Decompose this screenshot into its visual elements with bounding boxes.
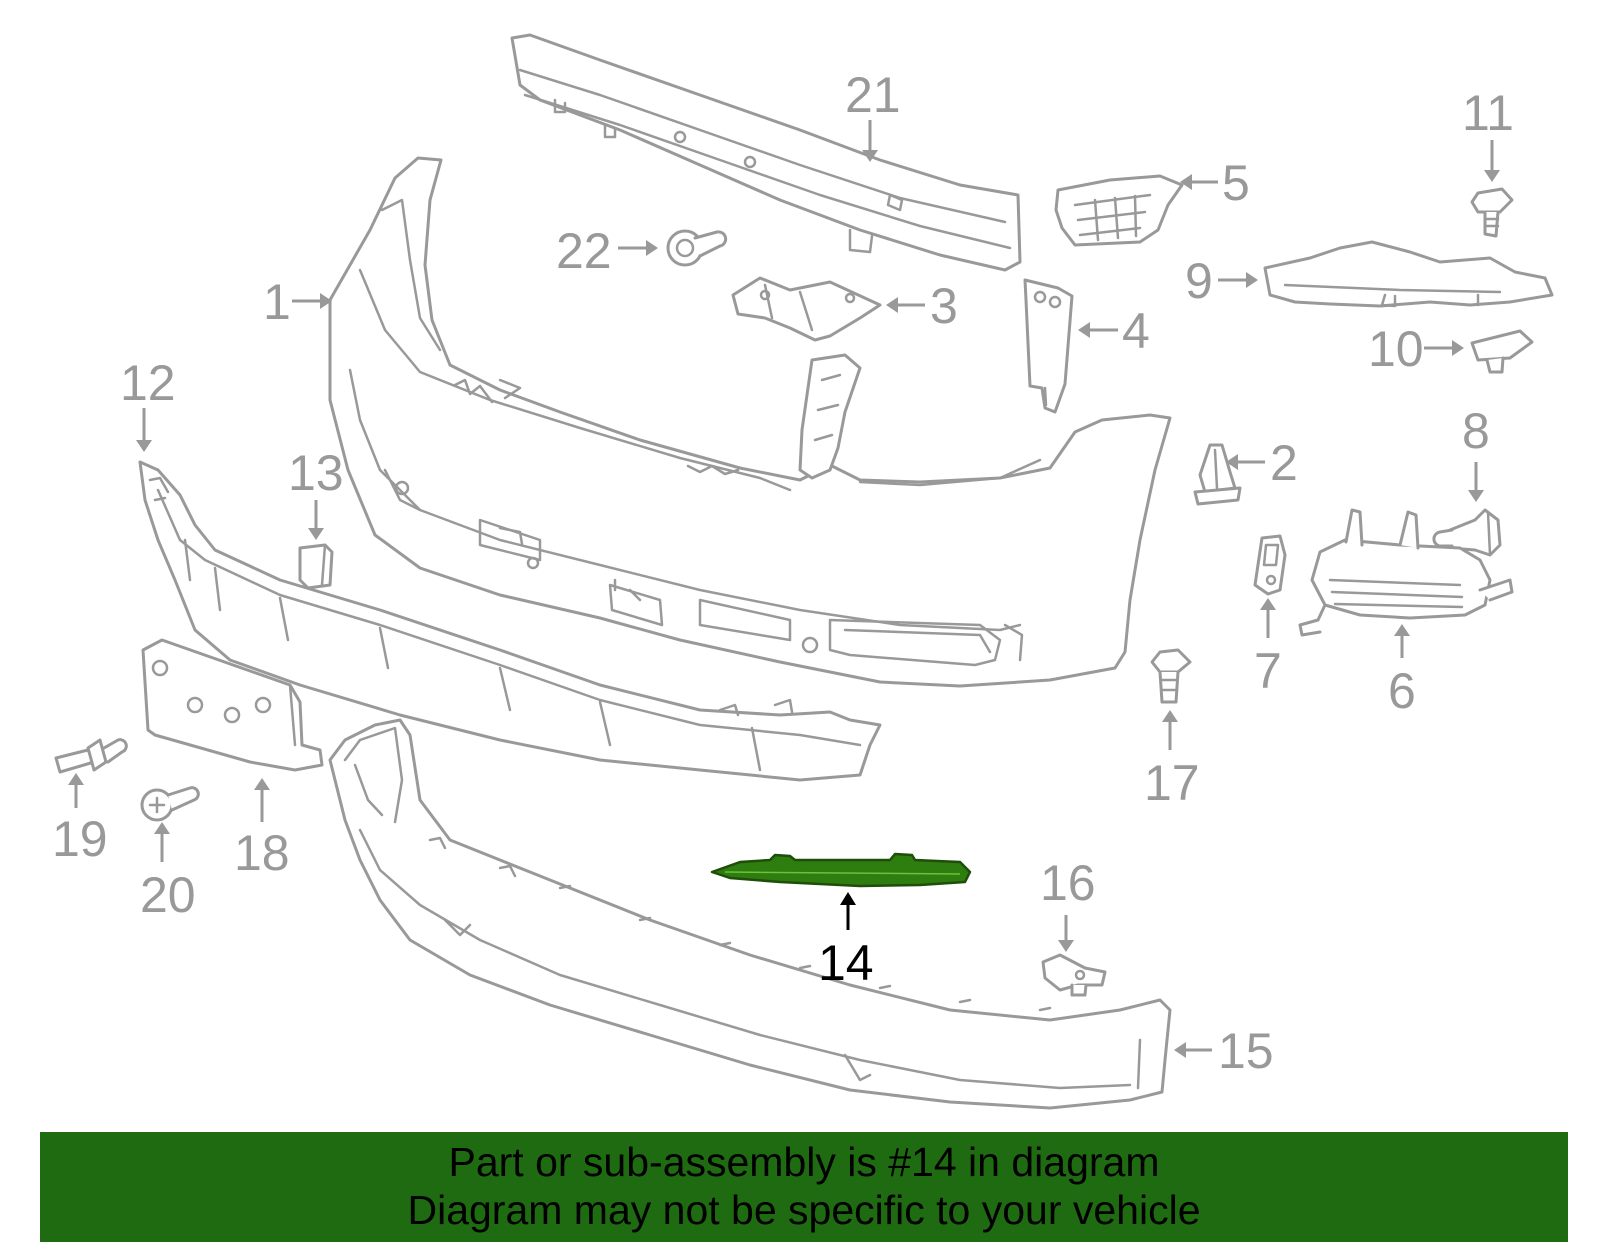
callout-13: 13	[288, 445, 344, 501]
callout-5: 5	[1222, 155, 1250, 211]
part-6-fog-lamp-bezel	[1298, 508, 1514, 637]
part-9-shield	[1263, 240, 1554, 308]
part-17-bolt	[1150, 648, 1192, 704]
callout-20: 20	[140, 867, 196, 923]
callout-7: 7	[1254, 643, 1282, 699]
part-5-bracket	[1054, 174, 1184, 247]
part-4-bracket	[1023, 278, 1074, 414]
callout-15: 15	[1218, 1023, 1274, 1079]
part-21-impact-bar	[510, 33, 1022, 272]
callout-9: 9	[1185, 253, 1213, 309]
part-10-clip	[1470, 329, 1534, 374]
part-1-bumper-cover	[328, 156, 1172, 688]
callout-numbers: 21 5 22 3 1 4 11 9 10 2 8 12 13 7 6 17 1…	[52, 67, 1514, 1079]
part-15-lower-valance	[328, 718, 1172, 1110]
part-13-clip	[298, 543, 334, 590]
part-22-bolt	[666, 229, 728, 267]
callout-10: 10	[1368, 321, 1424, 377]
callout-17: 17	[1144, 755, 1200, 811]
part-12-lower-grille	[138, 460, 882, 782]
callout-16: 16	[1040, 855, 1096, 911]
part-16-clip	[1041, 953, 1107, 997]
callout-3: 3	[930, 278, 958, 334]
callout-arrows	[68, 120, 1500, 1058]
part-19-push-pin	[54, 738, 128, 774]
callout-11: 11	[1462, 85, 1514, 141]
part-14-trim-strip-highlighted	[710, 852, 972, 888]
part-20-screw	[140, 786, 200, 822]
callout-2: 2	[1270, 435, 1298, 491]
callout-14-highlighted: 14	[818, 935, 874, 991]
part-3-bracket	[731, 276, 882, 342]
callout-1: 1	[263, 274, 291, 330]
callout-8: 8	[1462, 403, 1490, 459]
part-18-license-bracket	[141, 638, 324, 772]
callout-4: 4	[1122, 303, 1150, 359]
callout-6: 6	[1388, 663, 1416, 719]
callout-19: 19	[52, 811, 108, 867]
banner-line-part: Part or sub-assembly is #14 in diagram	[448, 1139, 1160, 1185]
info-banner: Part or sub-assembly is #14 in diagram D…	[40, 1132, 1568, 1242]
callout-18: 18	[234, 825, 290, 881]
part-7-clip	[1253, 534, 1287, 596]
callout-21: 21	[845, 67, 901, 123]
callout-12: 12	[120, 355, 176, 411]
banner-line-disclaimer: Diagram may not be specific to your vehi…	[407, 1187, 1201, 1233]
part-11-screw	[1470, 187, 1514, 238]
part-2-push-pin	[1193, 443, 1242, 506]
callout-22: 22	[556, 223, 612, 279]
